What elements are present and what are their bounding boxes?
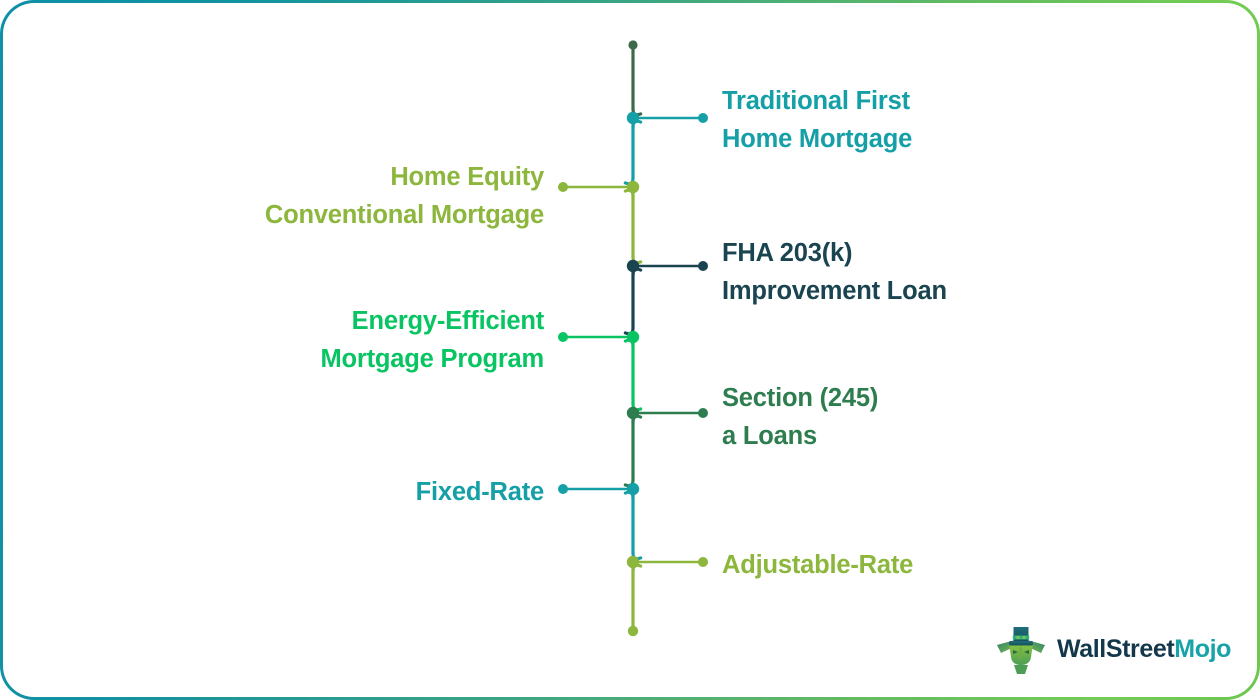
timeline-label-home-equity-conventional-mortgage: Home Equity Conventional Mortgage	[264, 163, 544, 229]
timeline-graphic	[558, 40, 708, 637]
timeline-label-fixed-rate: Fixed-Rate	[415, 478, 545, 506]
wallstreetmojo-logo: WallStreetMojo	[994, 623, 1231, 675]
timeline-node	[626, 330, 640, 344]
timeline-connector-dot	[558, 182, 568, 192]
timeline-top-cap	[628, 40, 638, 50]
timeline-label-adjustable-rate: Adjustable-Rate	[722, 551, 914, 579]
timeline-label-traditional-first-home-mortgage: Traditional First Home Mortgage	[722, 87, 913, 153]
wallstreetmojo-wordmark: WallStreetMojo	[1057, 635, 1231, 664]
timeline-node	[626, 111, 640, 125]
timeline-label-energy-efficient-mortgage-program: Energy-Efficient Mortgage Program	[320, 307, 545, 373]
timeline-node	[626, 555, 640, 569]
timeline-connector-dot	[698, 408, 708, 418]
timeline-label-fha-203k-improvement-loan: FHA 203(k) Improvement Loan	[722, 239, 947, 305]
timeline-node	[626, 180, 640, 194]
timeline-label-section-245-a-loans: Section (245) a Loans	[722, 384, 879, 450]
timeline-connector-dot	[698, 557, 708, 567]
timeline-bottom-cap	[627, 625, 639, 637]
logo-text-accent: Mojo	[1174, 634, 1231, 663]
timeline-connector-dot	[698, 113, 708, 123]
timeline-connector-dot	[698, 261, 708, 271]
logo-text-primary: WallStreet	[1056, 634, 1175, 663]
wallstreetmojo-bull-icon	[996, 627, 1045, 674]
timeline-connector-dot	[558, 484, 568, 494]
timeline-node	[626, 406, 640, 420]
timeline-node	[626, 482, 640, 496]
timeline-node	[626, 259, 640, 273]
timeline-connector-dot	[558, 332, 568, 342]
